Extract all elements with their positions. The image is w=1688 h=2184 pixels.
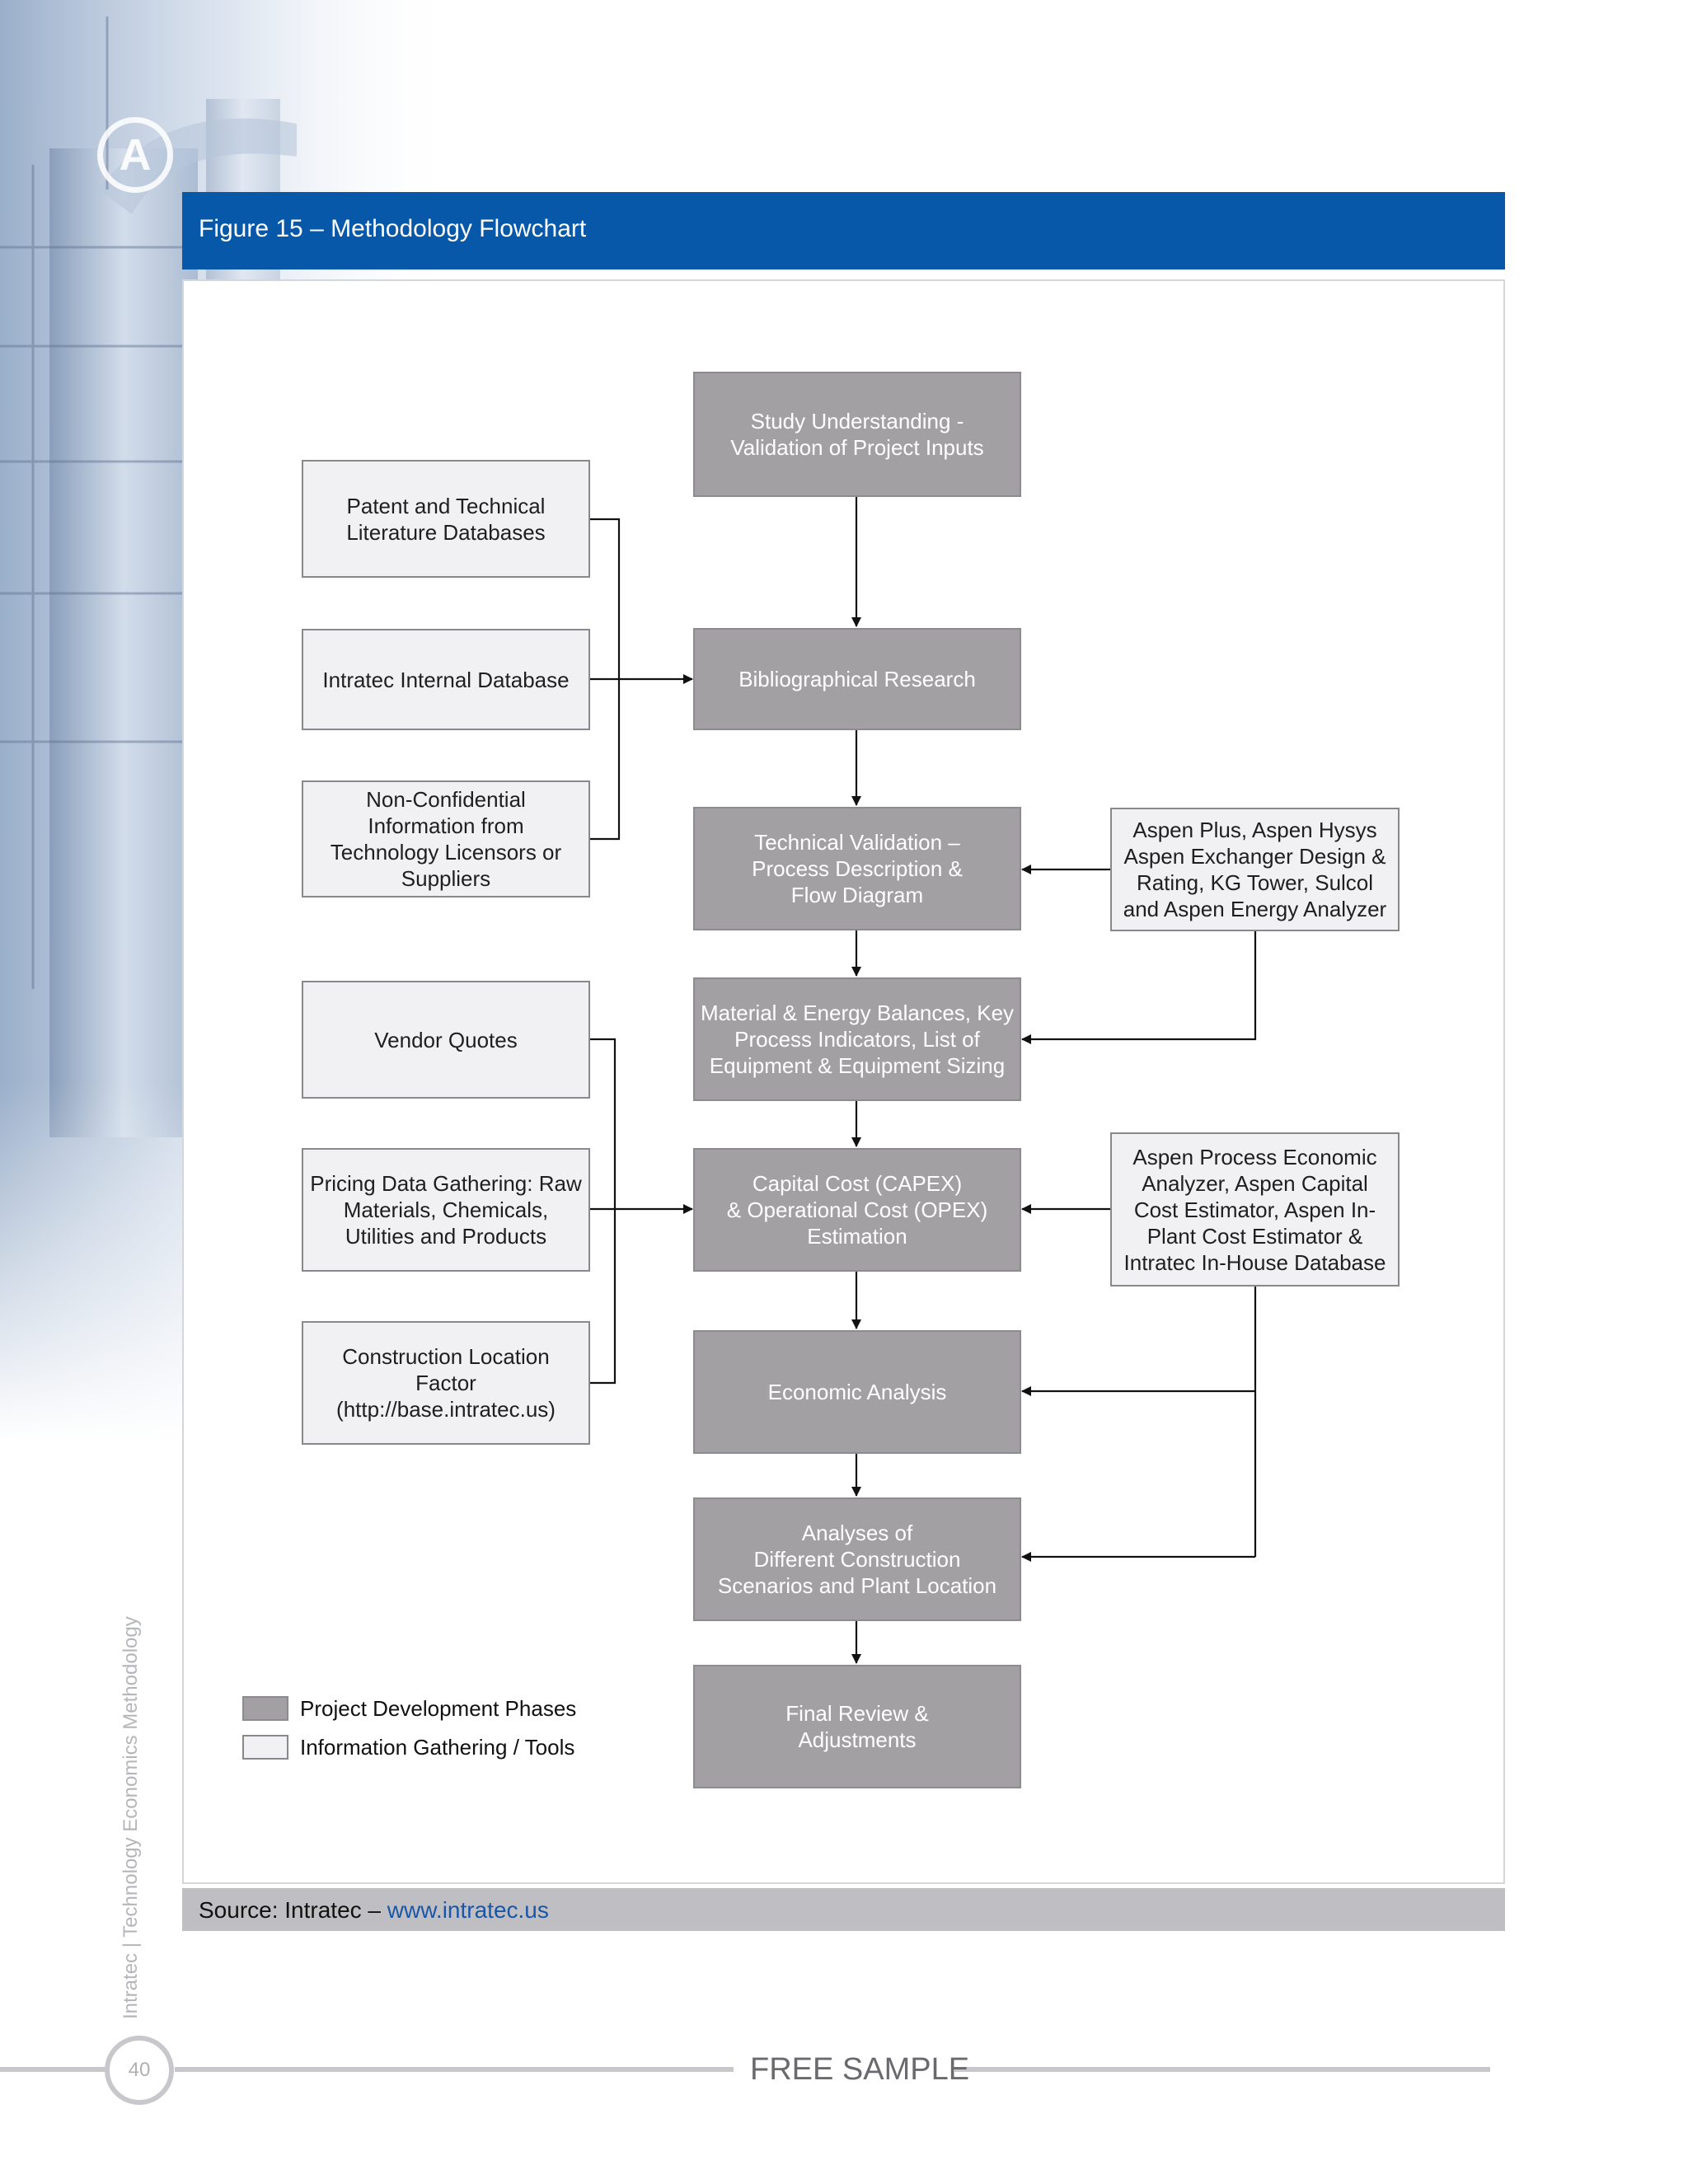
figure-header: Figure 15 – Methodology Flowchart bbox=[182, 192, 1505, 269]
footer-rule-left bbox=[0, 2067, 107, 2072]
info-pricing-data-gathering: Pricing Data Gathering: Raw Materials, C… bbox=[302, 1148, 590, 1272]
phase-material-energy-balances: Material & Energy Balances, Key Process … bbox=[693, 977, 1021, 1101]
phase-economic-analysis: Economic Analysis bbox=[693, 1330, 1021, 1454]
phase-study-understanding: Study Understanding - Validation of Proj… bbox=[693, 372, 1021, 497]
page-number-badge: 40 bbox=[105, 2036, 174, 2105]
info-aspen-simulation-tools: Aspen Plus, Aspen Hysys Aspen Exchanger … bbox=[1110, 808, 1400, 931]
arrow-aspen-to-material bbox=[1021, 931, 1257, 1044]
footer-rule-middle bbox=[175, 2067, 734, 2072]
footer-rule-right bbox=[954, 2067, 1490, 2072]
phase-final-review: Final Review & Adjustments bbox=[693, 1665, 1021, 1788]
info-intratec-internal-database: Intratec Internal Database bbox=[302, 629, 590, 730]
info-non-confidential-licensors: Non-Confidential Information from Techno… bbox=[302, 780, 590, 898]
phase-construction-scenarios: Analyses of Different Construction Scena… bbox=[693, 1497, 1021, 1621]
page-number: 40 bbox=[128, 2059, 151, 2081]
source-bar: Source: Intratec – www.intratec.us bbox=[182, 1888, 1505, 1931]
intratec-logo-badge: A bbox=[97, 117, 173, 193]
legend-swatch-phases bbox=[242, 1696, 288, 1721]
source-prefix: Source: Intratec – bbox=[199, 1897, 387, 1923]
info-vendor-quotes: Vendor Quotes bbox=[302, 981, 590, 1099]
phase-capex-opex-estimation: Capital Cost (CAPEX) & Operational Cost … bbox=[693, 1148, 1021, 1272]
bracket-cost-sources bbox=[590, 1038, 617, 1385]
info-construction-location-factor: Construction Location Factor (http://bas… bbox=[302, 1321, 590, 1445]
figure-title: Figure 15 – Methodology Flowchart bbox=[199, 215, 587, 242]
info-patent-literature: Patent and Technical Literature Database… bbox=[302, 460, 590, 578]
legend-label-phases: Project Development Phases bbox=[300, 1696, 577, 1721]
info-aspen-economic-tools: Aspen Process Economic Analyzer, Aspen C… bbox=[1110, 1132, 1400, 1286]
source-link[interactable]: www.intratec.us bbox=[387, 1897, 549, 1923]
phase-technical-validation: Technical Validation – Process Descripti… bbox=[693, 807, 1021, 930]
legend-label-info: Information Gathering / Tools bbox=[300, 1735, 575, 1760]
phase-bibliographical-research: Bibliographical Research bbox=[693, 628, 1021, 730]
free-sample-label: FREE SAMPLE bbox=[750, 2052, 970, 2087]
source-text: Source: Intratec – www.intratec.us bbox=[199, 1897, 549, 1924]
legend-swatch-info bbox=[242, 1735, 288, 1760]
